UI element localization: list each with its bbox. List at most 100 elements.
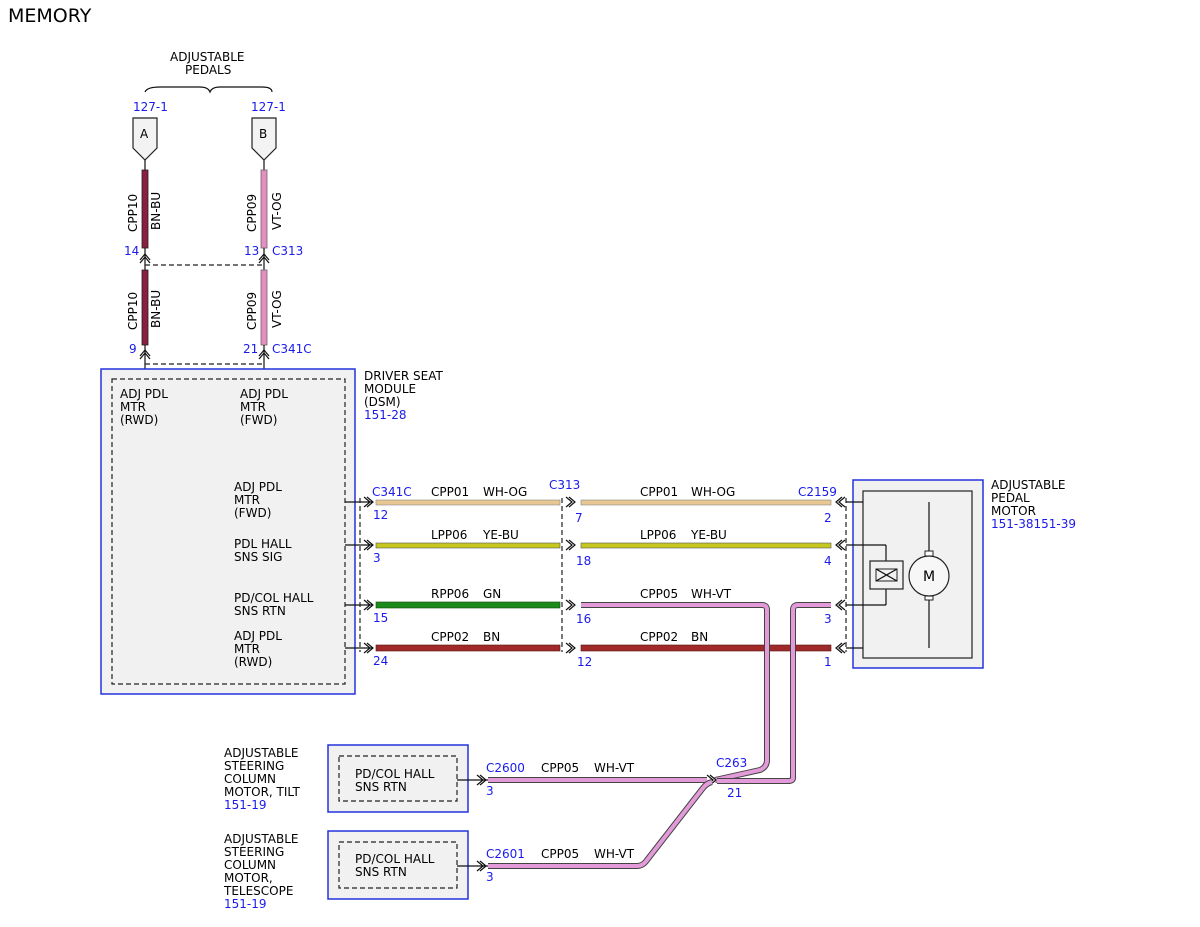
wire-cpp10-lower-circuit: CPP10 bbox=[126, 292, 140, 330]
wire-lpp06-left bbox=[375, 542, 561, 549]
c313-pin-16: 16 bbox=[576, 612, 591, 626]
pedal-motor-inner-box bbox=[862, 490, 973, 659]
telescope-motor-inner-box bbox=[338, 841, 458, 889]
telescope-name-4: MOTOR, bbox=[224, 871, 273, 885]
c341c-arrow-24 bbox=[363, 642, 374, 654]
motor-symbol: M bbox=[923, 569, 935, 585]
motor-ref: 151-38151-39 bbox=[991, 517, 1076, 531]
dsm-inner-box bbox=[111, 378, 346, 685]
c2600-arrow bbox=[476, 774, 487, 786]
c2159-pin-3: 3 bbox=[824, 612, 832, 626]
dsm-name-2: MODULE bbox=[364, 382, 416, 396]
wire-cpp02-left bbox=[375, 644, 561, 652]
telescope-name-1: ADJUSTABLE bbox=[224, 832, 299, 846]
dsm-pin-label-rwd-2: MTR bbox=[234, 642, 260, 656]
pedal-b-connector bbox=[251, 117, 277, 161]
wire-cpp10-lower-color: BN-BU bbox=[149, 290, 163, 328]
wire-cpp01-right-circuit: CPP01 bbox=[640, 485, 678, 499]
dsm-top-right-label-1: ADJ PDL bbox=[240, 387, 288, 401]
wire-cpp01-left-color: WH-OG bbox=[483, 485, 527, 499]
wire-lpp06-right-color: YE-BU bbox=[690, 528, 727, 542]
telescope-ref: 151-19 bbox=[224, 897, 267, 911]
dsm-module-box bbox=[100, 368, 356, 695]
c2601-arrow bbox=[476, 860, 487, 872]
motor-brush-top bbox=[924, 550, 934, 557]
hall-sensor-element bbox=[875, 568, 898, 582]
telescope-name-2: STEERING bbox=[224, 845, 284, 859]
wire-cpp02-right bbox=[580, 644, 832, 652]
c2159-arrow-3 bbox=[835, 599, 846, 611]
c341c-pin-24: 24 bbox=[373, 654, 388, 668]
pedals-group-label-2: PEDALS bbox=[185, 63, 231, 77]
c313-arrow-18 bbox=[565, 539, 576, 551]
tilt-name-4: MOTOR, TILT bbox=[224, 785, 300, 799]
wire-lpp06-right-circuit: LPP06 bbox=[640, 528, 676, 542]
tilt-name-3: COLUMN bbox=[224, 772, 276, 786]
tilt-ref: 151-19 bbox=[224, 798, 267, 812]
motor-name-3: MOTOR bbox=[991, 504, 1036, 518]
telescope-wire-color: WH-VT bbox=[594, 847, 635, 861]
pedals-group-brace bbox=[144, 86, 273, 94]
c341c-arrow-12 bbox=[363, 496, 374, 508]
diagram-title: MEMORY bbox=[8, 5, 92, 27]
dsm-name-3: (DSM) bbox=[364, 395, 401, 409]
wire-cpp09-upper bbox=[260, 169, 268, 249]
hall-sensor-cross bbox=[875, 568, 898, 582]
telescope-pin: 3 bbox=[486, 870, 494, 884]
pedal-b-ref: 127-1 bbox=[251, 100, 286, 114]
tilt-wire-color: WH-VT bbox=[594, 761, 635, 775]
dsm-pin-label-rwd-3: (RWD) bbox=[234, 655, 272, 669]
c341c-arrow-15 bbox=[363, 599, 374, 611]
dsm-top-right-label-3: (FWD) bbox=[240, 413, 277, 427]
c313-arrow-12 bbox=[565, 642, 576, 654]
pedals-group-label-1: ADJUSTABLE bbox=[170, 50, 245, 64]
wire-cpp09-upper-circuit: CPP09 bbox=[245, 194, 259, 232]
tilt-connector-label: C2600 bbox=[486, 761, 525, 775]
c341c-pin-12: 12 bbox=[373, 508, 388, 522]
dsm-pin-label-hall-rtn-1: PD/COL HALL bbox=[234, 591, 314, 605]
pedal-a-connector bbox=[132, 117, 158, 161]
wire-cpp05-right-circuit: CPP05 bbox=[640, 587, 678, 601]
wire-cpp01-left-circuit: CPP01 bbox=[431, 485, 469, 499]
tilt-motor-inner-box bbox=[338, 755, 458, 802]
pedal-a-ref: 127-1 bbox=[133, 100, 168, 114]
wire-rpp06-left bbox=[375, 601, 561, 609]
wire-lpp06-right bbox=[580, 542, 832, 549]
dsm-name-1: DRIVER SEAT bbox=[364, 369, 444, 383]
wire-cpp01-right-color: WH-OG bbox=[691, 485, 735, 499]
dsm-pin-label-fwd-1: ADJ PDL bbox=[234, 480, 282, 494]
wire-cpp10-upper-color: BN-BU bbox=[149, 192, 163, 230]
c341c-pin-3: 3 bbox=[373, 551, 381, 565]
wire-lpp06-left-color: YE-BU bbox=[482, 528, 519, 542]
tilt-pin: 3 bbox=[486, 784, 494, 798]
c313-arrow-7 bbox=[565, 496, 576, 508]
telescope-connector-label: C2601 bbox=[486, 847, 525, 861]
dsm-top-left-label-3: (RWD) bbox=[120, 413, 158, 427]
motor-name-1: ADJUSTABLE bbox=[991, 478, 1066, 492]
wire-cpp02-right-color: BN bbox=[691, 630, 708, 644]
tilt-pin-label-2: SNS RTN bbox=[355, 780, 407, 794]
tilt-wire-circuit: CPP05 bbox=[541, 761, 579, 775]
wire-cpp05-telescope bbox=[488, 779, 713, 869]
wire-cpp05-route bbox=[581, 602, 831, 784]
telescope-pin-label-1: PD/COL HALL bbox=[355, 852, 435, 866]
c313-pin-13: 13 bbox=[244, 244, 259, 258]
c313-arrow-16 bbox=[565, 599, 576, 611]
splice-pin-21: 21 bbox=[727, 786, 742, 800]
wire-cpp01-left bbox=[375, 499, 561, 506]
c2159-arrow-4 bbox=[835, 539, 846, 551]
dsm-pin-label-fwd-2: MTR bbox=[234, 493, 260, 507]
wire-cpp01-right bbox=[580, 499, 832, 506]
motor-icon bbox=[908, 555, 950, 597]
wire-cpp02-left-circuit: CPP02 bbox=[431, 630, 469, 644]
c313-pedals-label: C313 bbox=[272, 244, 303, 258]
tilt-pin-label-1: PD/COL HALL bbox=[355, 767, 435, 781]
c341c-arrow-3 bbox=[363, 539, 374, 551]
wire-cpp05-right-color: WH-VT bbox=[691, 587, 732, 601]
c2159-pin-2: 2 bbox=[824, 511, 832, 525]
telescope-name-5: TELESCOPE bbox=[223, 884, 293, 898]
wire-cpp09-upper-color: VT-OG bbox=[270, 192, 284, 230]
pedal-b-label: B bbox=[259, 127, 267, 141]
telescope-pin-label-2: SNS RTN bbox=[355, 865, 407, 879]
c313-pin-14: 14 bbox=[124, 244, 139, 258]
